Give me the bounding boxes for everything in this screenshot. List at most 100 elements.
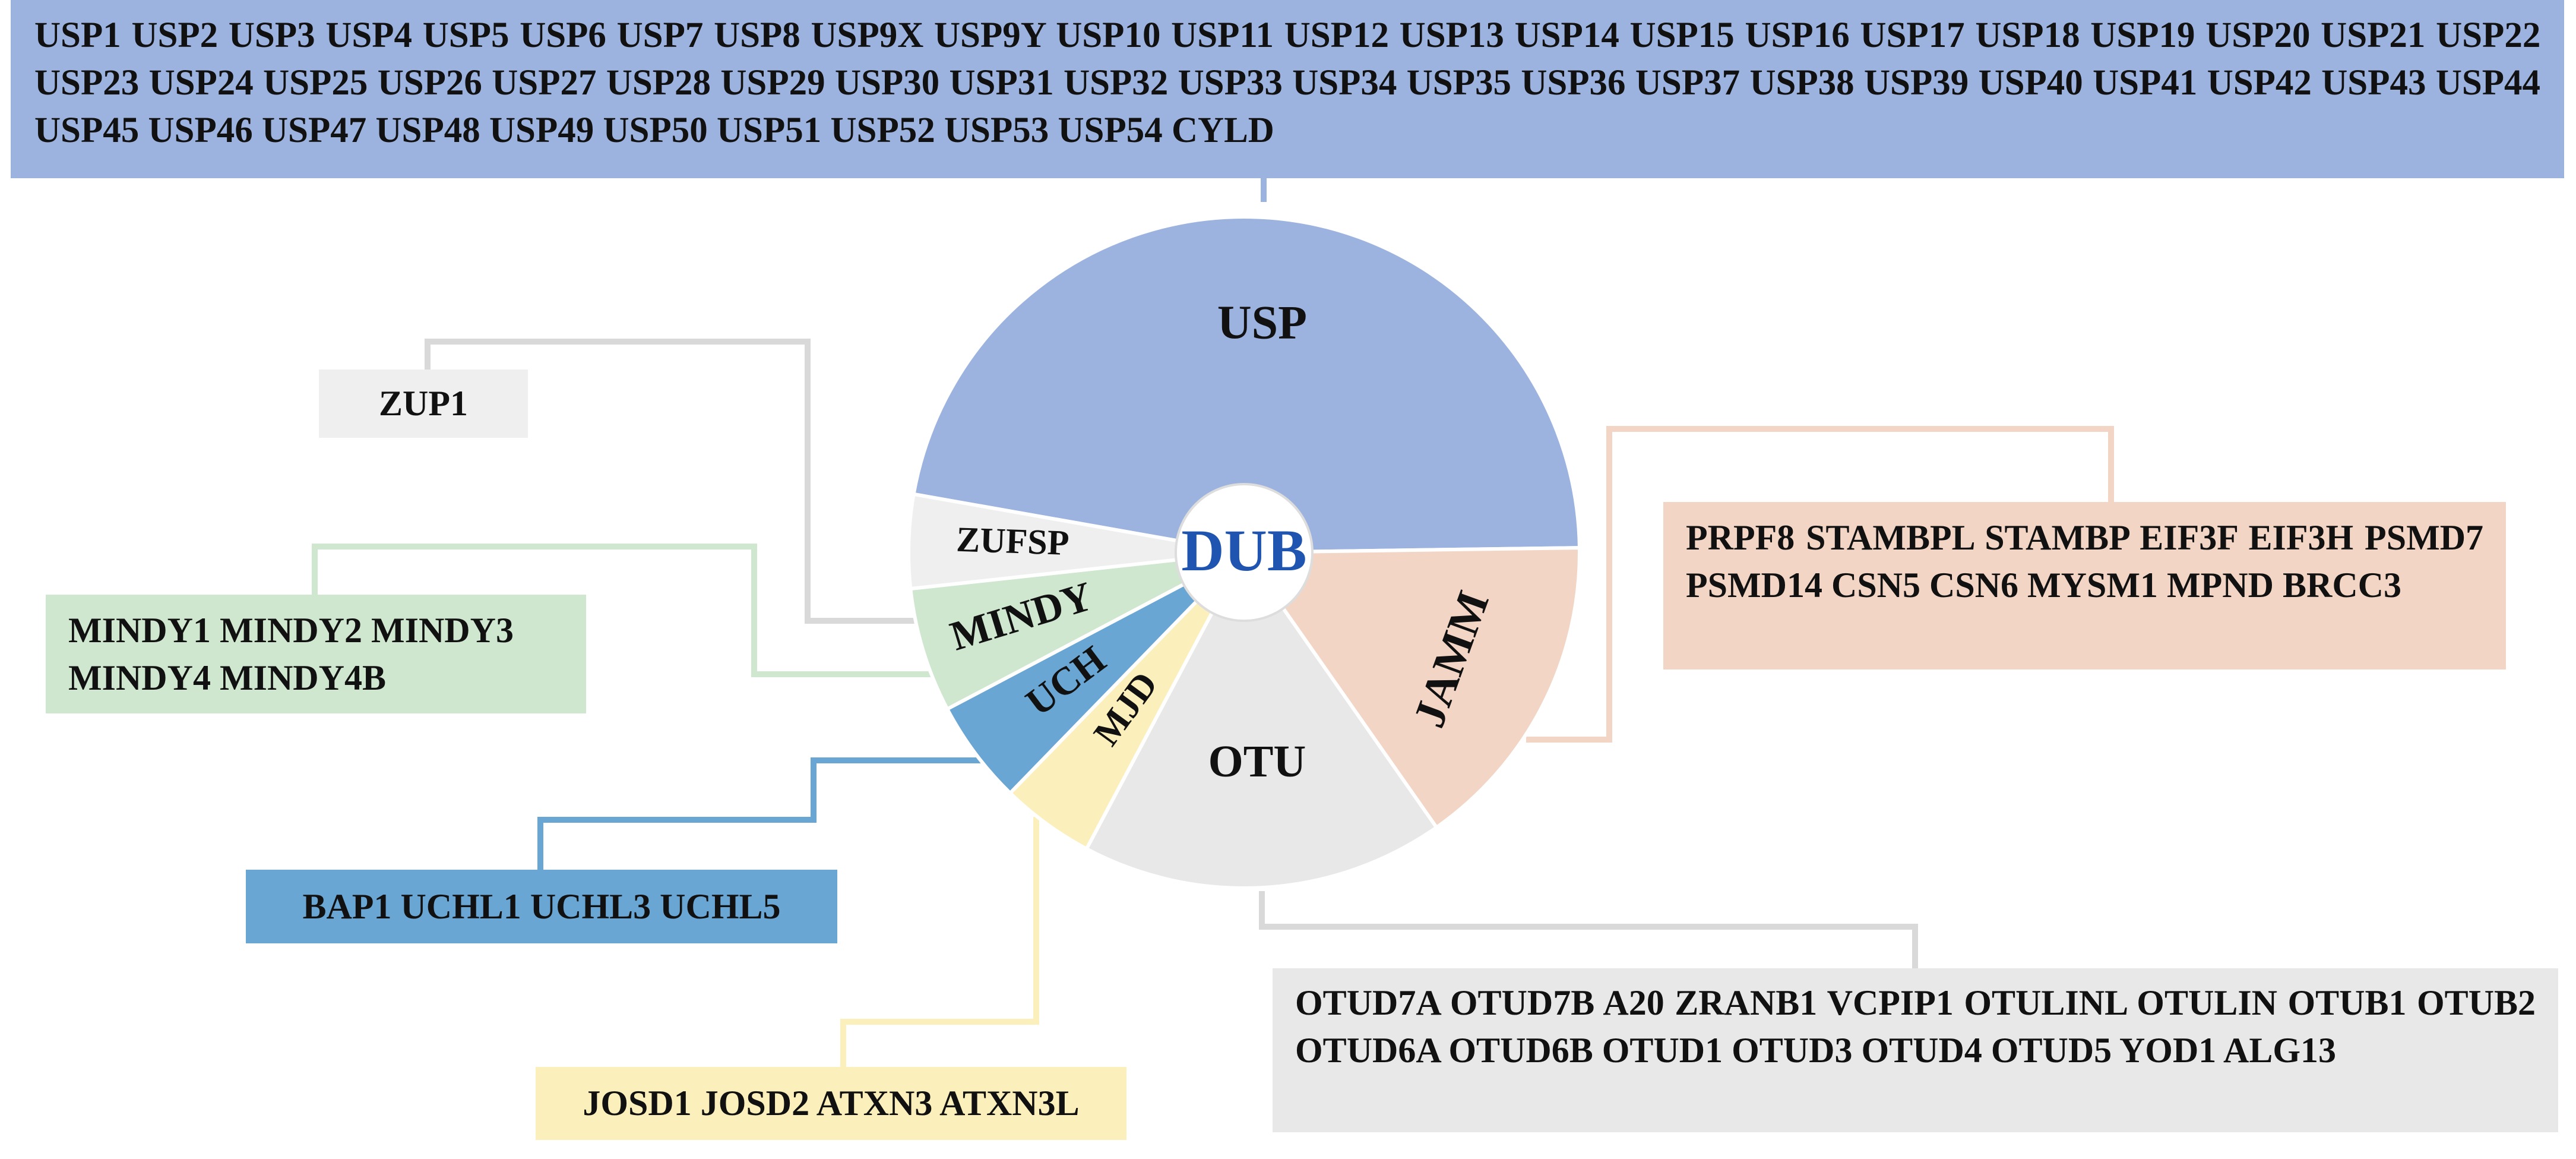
otu-members-box: OTUD7A OTUD7B A20 ZRANB1 VCPIP1 OTULINL … bbox=[1273, 968, 2558, 1132]
member-usp52: USP52 bbox=[830, 110, 935, 150]
member-csn6: CSN6 bbox=[1929, 566, 2019, 605]
member-usp9y: USP9Y bbox=[933, 15, 1046, 55]
member-stambpl: STAMBPL bbox=[1806, 518, 1974, 557]
member-mindy3: MINDY3 bbox=[371, 611, 514, 650]
member-usp32: USP32 bbox=[1064, 63, 1169, 103]
member-brcc3: BRCC3 bbox=[2282, 566, 2401, 605]
zufsp-members-box: ZUP1 bbox=[319, 370, 528, 438]
jamm-members-box: PRPF8 STAMBPL STAMBP EIF3F EIF3H PSMD7 P… bbox=[1663, 502, 2506, 669]
member-stambp: STAMBP bbox=[1985, 518, 2129, 557]
mjd-members-box: JOSD1 JOSD2 ATXN3 ATXN3L bbox=[536, 1067, 1126, 1140]
member-mindy2: MINDY2 bbox=[219, 611, 362, 650]
member-usp5: USP5 bbox=[422, 15, 509, 55]
connector-jamm bbox=[1526, 426, 2114, 743]
member-usp20: USP20 bbox=[2205, 15, 2311, 55]
member-usp37: USP37 bbox=[1635, 63, 1740, 103]
member-usp9x: USP9X bbox=[811, 15, 924, 55]
member-usp14: USP14 bbox=[1514, 15, 1619, 55]
segment-jamm bbox=[1240, 546, 1581, 830]
member-otud7a: OTUD7A bbox=[1295, 983, 1440, 1022]
member-eif3h: EIF3H bbox=[2248, 518, 2354, 557]
member-usp49: USP49 bbox=[489, 110, 594, 150]
connector-mjd bbox=[840, 817, 1039, 1067]
member-usp16: USP16 bbox=[1745, 15, 1850, 55]
uch-members-box: BAP1 UCHL1 UCHL3 UCHL5 bbox=[246, 870, 837, 943]
member-atxn3l: ATXN3L bbox=[939, 1084, 1080, 1123]
segment-label-usp: USP bbox=[1217, 297, 1307, 349]
member-usp19: USP19 bbox=[2090, 15, 2195, 55]
member-usp7: USP7 bbox=[616, 15, 704, 55]
center-hub bbox=[1175, 483, 1314, 622]
center-label: DUB bbox=[1181, 517, 1306, 583]
member-zup1: ZUP1 bbox=[379, 384, 468, 423]
member-psmd14: PSMD14 bbox=[1686, 566, 1822, 605]
member-cyld: CYLD bbox=[1172, 110, 1274, 150]
member-usp44: USP44 bbox=[2435, 63, 2541, 103]
member-usp39: USP39 bbox=[1864, 63, 1969, 103]
segment-uch bbox=[945, 551, 1246, 796]
member-usp24: USP24 bbox=[148, 63, 254, 103]
member-otub1: OTUB1 bbox=[2287, 983, 2407, 1022]
member-otub2: OTUB2 bbox=[2417, 983, 2536, 1022]
connector-mindy bbox=[312, 544, 932, 677]
member-prpf8: PRPF8 bbox=[1686, 518, 1795, 557]
connector-uch bbox=[537, 757, 986, 870]
member-usp13: USP13 bbox=[1399, 15, 1504, 55]
member-uchl1: UCHL1 bbox=[400, 887, 521, 926]
member-eif3f: EIF3F bbox=[2140, 518, 2238, 557]
connector-zufsp bbox=[425, 339, 932, 624]
segment-label-zufsp: ZUFSP bbox=[955, 520, 1069, 563]
member-usp43: USP43 bbox=[2321, 63, 2426, 103]
member-usp25: USP25 bbox=[263, 63, 368, 103]
member-usp2: USP2 bbox=[131, 15, 219, 55]
member-usp48: USP48 bbox=[375, 110, 480, 150]
member-usp1: USP1 bbox=[34, 15, 121, 55]
member-a20: A20 bbox=[1603, 983, 1664, 1022]
member-usp12: USP12 bbox=[1284, 15, 1389, 55]
member-usp35: USP35 bbox=[1406, 63, 1511, 103]
member-uchl5: UCHL5 bbox=[660, 887, 781, 926]
member-usp31: USP31 bbox=[949, 63, 1054, 103]
member-usp46: USP46 bbox=[148, 110, 253, 150]
member-otud4: OTUD4 bbox=[1861, 1031, 1982, 1070]
member-zranb1: ZRANB1 bbox=[1675, 983, 1818, 1022]
member-psmd7: PSMD7 bbox=[2365, 518, 2484, 557]
member-otulinl: OTULINL bbox=[1964, 983, 2126, 1022]
member-usp8: USP8 bbox=[714, 15, 800, 55]
member-mindy1: MINDY1 bbox=[68, 611, 211, 650]
member-usp36: USP36 bbox=[1521, 63, 1626, 103]
member-mindy4: MINDY4 bbox=[68, 658, 211, 697]
member-usp51: USP51 bbox=[717, 110, 822, 150]
member-usp50: USP50 bbox=[603, 110, 708, 150]
member-usp6: USP6 bbox=[520, 15, 606, 55]
member-otud7b: OTUD7B bbox=[1450, 983, 1595, 1022]
mindy-members-box: MINDY1 MINDY2 MINDY3 MINDY4 MINDY4B bbox=[46, 595, 586, 713]
member-usp28: USP28 bbox=[606, 63, 711, 103]
member-otud3: OTUD3 bbox=[1732, 1031, 1853, 1070]
member-usp38: USP38 bbox=[1749, 63, 1855, 103]
member-csn5: CSN5 bbox=[1831, 566, 1921, 605]
member-usp11: USP11 bbox=[1171, 15, 1274, 55]
member-usp40: USP40 bbox=[1978, 63, 2083, 103]
member-usp54: USP54 bbox=[1058, 110, 1163, 150]
member-josd1: JOSD1 bbox=[583, 1084, 692, 1123]
member-mindy4b: MINDY4B bbox=[219, 658, 386, 697]
member-usp45: USP45 bbox=[34, 110, 140, 150]
member-vcpip1: VCPIP1 bbox=[1827, 983, 1954, 1022]
member-mpnd: MPND bbox=[2167, 566, 2274, 605]
member-usp27: USP27 bbox=[492, 63, 597, 103]
usp-members-box: USP1 USP2 USP3 USP4 USP5 USP6 USP7 USP8 … bbox=[11, 0, 2564, 178]
member-bap1: BAP1 bbox=[302, 887, 392, 926]
member-josd2: JOSD2 bbox=[700, 1084, 810, 1123]
member-usp41: USP41 bbox=[2093, 63, 2198, 103]
member-usp17: USP17 bbox=[1860, 15, 1965, 55]
member-usp22: USP22 bbox=[2436, 15, 2541, 55]
member-usp34: USP34 bbox=[1292, 63, 1397, 103]
connector-otu bbox=[1259, 891, 1918, 968]
member-usp33: USP33 bbox=[1178, 63, 1283, 103]
member-otud5: OTUD5 bbox=[1990, 1031, 2112, 1070]
member-alg13: ALG13 bbox=[2223, 1031, 2337, 1070]
member-usp10: USP10 bbox=[1056, 15, 1161, 55]
member-usp4: USP4 bbox=[325, 15, 413, 55]
